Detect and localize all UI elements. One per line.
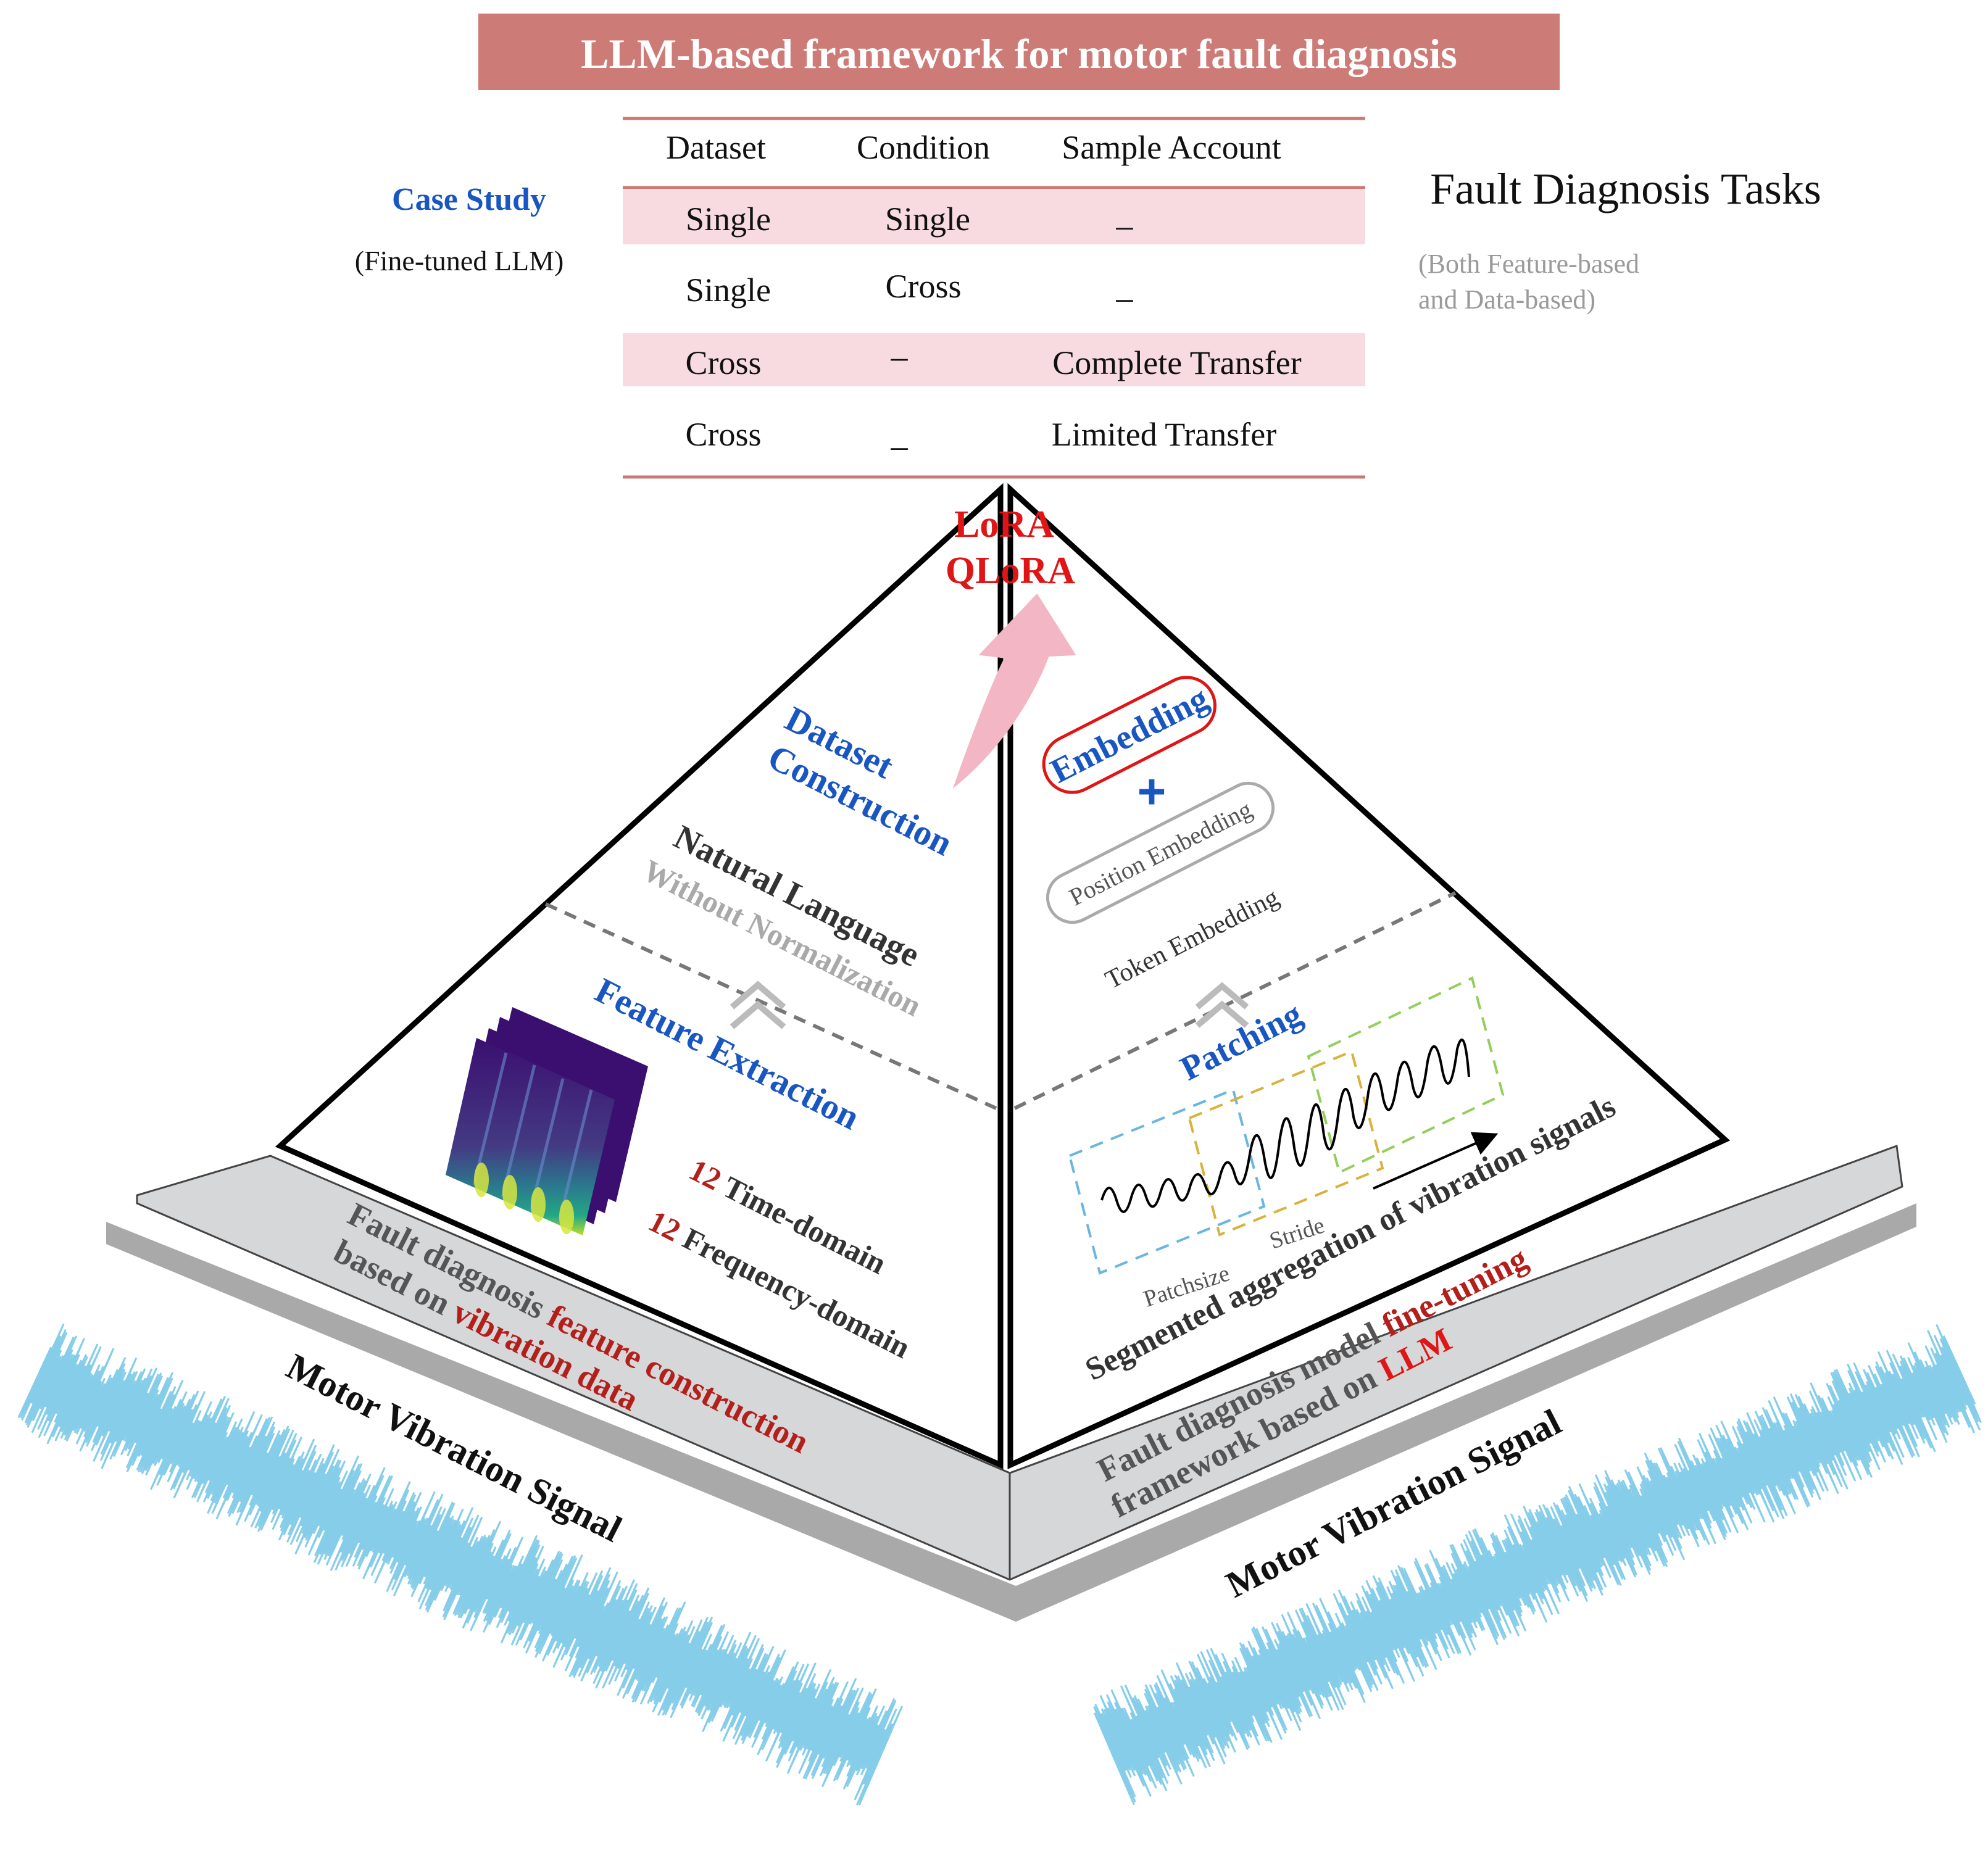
- title-banner: [478, 14, 1560, 90]
- table-cell: Single: [885, 201, 970, 238]
- spectrogram-stack-icon: [446, 1007, 648, 1235]
- double-chevron-up-icon: [730, 981, 786, 1029]
- table-row-highlight: [623, 333, 1365, 386]
- table-cell: Complete Transfer: [1052, 344, 1301, 381]
- page-title: LLM-based framework for motor fault diag…: [581, 30, 1457, 77]
- patch-box: [1307, 976, 1505, 1174]
- table-cell: –: [891, 338, 909, 375]
- case-table: Dataset Condition Sample Account Single …: [623, 117, 1365, 479]
- table-header: Sample Account: [1062, 129, 1281, 166]
- tasks-note-line2: and Data-based): [1418, 284, 1595, 315]
- vibration-signal-left: [17, 1323, 903, 1806]
- table-cell: _: [1116, 196, 1134, 233]
- table-cell: Cross: [685, 416, 761, 453]
- patching-illustration: [1068, 976, 1505, 1275]
- case-study-subheading: (Fine-tuned LLM): [355, 245, 564, 276]
- vibration-signal-right: [1093, 1324, 1982, 1806]
- waveform-trace: [1093, 1324, 1982, 1806]
- table-cell: Single: [686, 272, 771, 309]
- table-cell: Cross: [885, 268, 961, 305]
- stride-arrow: [1373, 1132, 1499, 1190]
- pyramid-base: [106, 1144, 1916, 1622]
- double-chevron-up-icon: [1195, 982, 1249, 1028]
- table-header: Dataset: [666, 129, 766, 166]
- table-cell: Limited Transfer: [1052, 416, 1276, 453]
- tasks-heading: Fault Diagnosis Tasks: [1430, 164, 1821, 214]
- plus-icon: +: [1137, 764, 1167, 819]
- pyramid-left-face: [275, 483, 1004, 1469]
- apex-qlora: QLoRA: [946, 550, 1075, 592]
- apex-lora: LoRA: [954, 504, 1054, 545]
- table-cell: Single: [686, 201, 771, 238]
- table-row-highlight: [623, 189, 1365, 244]
- base-top: [136, 1144, 1903, 1581]
- waveform-trace: [17, 1323, 903, 1806]
- table-header: Condition: [857, 129, 990, 166]
- vibration-waveform: [1100, 1039, 1470, 1213]
- patch-box: [1068, 1088, 1266, 1275]
- patch-box: [1187, 1050, 1384, 1237]
- table-cell: Cross: [685, 344, 761, 381]
- tasks-note-line1: (Both Feature-based: [1418, 249, 1639, 279]
- table-cell: _: [1116, 268, 1134, 305]
- case-study-heading: Case Study: [392, 182, 546, 217]
- curved-arrow-up-icon: [952, 593, 1076, 789]
- face-divider-right: [1013, 891, 1457, 1110]
- table-cell: _: [891, 416, 909, 453]
